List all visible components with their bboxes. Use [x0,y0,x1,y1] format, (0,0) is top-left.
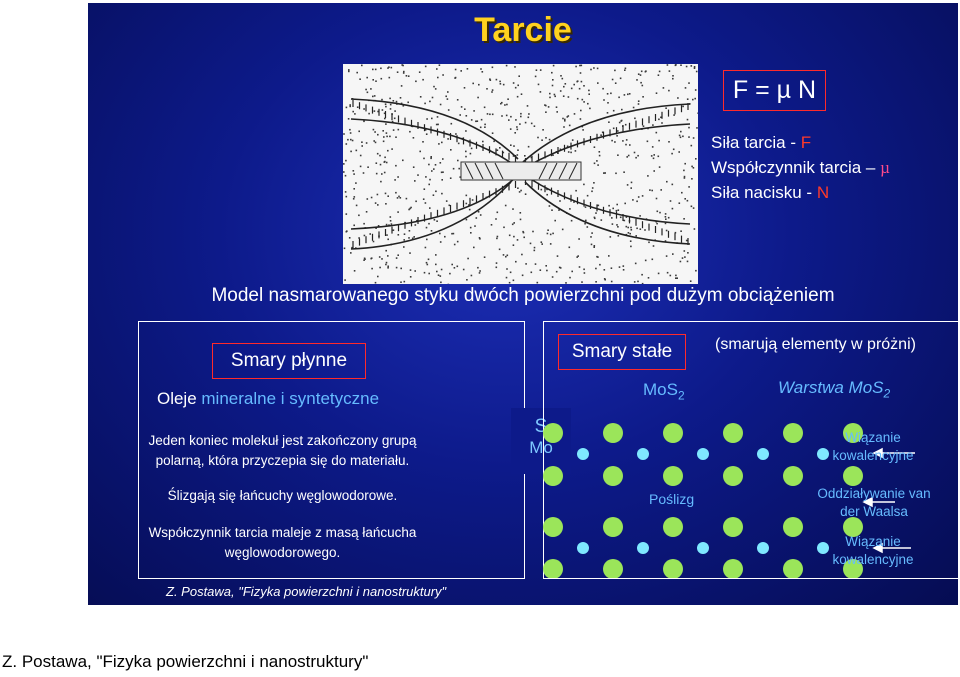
s-atom [723,559,743,578]
oils-line: Oleje mineralne i syntetyczne [156,389,380,408]
s-atom [783,466,803,486]
mo-atom [817,542,829,554]
mos2-label: MoS2 [643,380,685,403]
fluid-lubricants-heading: Smary płynne [212,343,366,379]
mo-atom [697,542,709,554]
legend-friction-force: Siła tarcia - F [711,133,812,152]
van-der-waals-label: Oddziaływanie van der Waalsa [817,486,931,519]
lubricated-contact-illustration [343,64,698,284]
arrow-covalent-2-head [872,542,883,554]
s-mo-legend: S Mo [511,408,571,474]
arrow-vdw-head [862,496,873,508]
legend-normal-force: Siła nacisku - N [711,183,830,202]
mos2-layer-label: Warstwa MoS2 [778,378,891,401]
s-atom [543,559,563,578]
legend-friction-coefficient: Współczynnik tarcia – µ [711,158,890,177]
s-atom [603,466,623,486]
arrow-covalent-1-head [872,447,883,459]
mo-atom [697,448,709,460]
slide-footer-citation: Z. Postawa, "Fizyka powierzchni i nanost… [166,584,447,599]
slide-title: Tarcie [474,11,572,49]
s-atom [603,423,623,443]
mo-label: Mo [529,438,553,457]
friction-formula: F = µ N [723,70,826,111]
s-atom [543,517,563,537]
slide: Tarcie F = µ N Siła tarcia - F Współczyn… [88,3,958,605]
s-atom [543,466,563,486]
model-caption: Model nasmarowanego styku dwóch powierzc… [211,285,835,306]
mo-atom [637,448,649,460]
s-atom [723,517,743,537]
s-atom [843,423,863,443]
vacuum-note: (smarują elementy w próżni) [715,336,916,353]
s-atom [543,423,563,443]
solid-lubricants-panel [543,321,958,579]
covalent-bond-label-1: Wiązanie kowalencyjne [832,430,914,463]
mo-atom [637,542,649,554]
s-atom [603,559,623,578]
mo-atom [757,448,769,460]
solid-lubricants-heading: Smary stałe [558,334,686,370]
s-atom [843,559,863,578]
mos2-structure-diagram [543,423,915,578]
s-atom [783,559,803,578]
mo-atom [577,542,589,554]
s-atom [663,423,683,443]
fluid-text-line1: Jeden koniec molekuł jest zakończony gru… [148,433,417,448]
s-atom [663,466,683,486]
s-atom [843,517,863,537]
mo-atom [577,448,589,460]
mo-atom [757,542,769,554]
s-atom [603,517,623,537]
fluid-text-line4: Współczynnik tarcia maleje z masą łańcuc… [148,525,417,540]
s-atom [723,423,743,443]
fluid-text-line3: Ślizgają się łańcuchy węglowodorowe. [167,488,398,503]
slip-label: Poślizg [649,491,695,507]
fluid-text-line5: węglowodorowego. [224,545,341,560]
s-atom [783,517,803,537]
page-footer-citation: Z. Postawa, "Fizyka powierzchni i nanost… [2,652,369,671]
fluid-text-line2: polarną, która przyczepia się do materia… [155,453,410,468]
mo-atom [817,448,829,460]
s-atom [843,466,863,486]
s-atom [663,517,683,537]
s-atom [783,423,803,443]
s-atom [723,466,743,486]
s-atom [663,559,683,578]
covalent-bond-label-2: Wiązanie kowalencyjne [832,534,914,567]
